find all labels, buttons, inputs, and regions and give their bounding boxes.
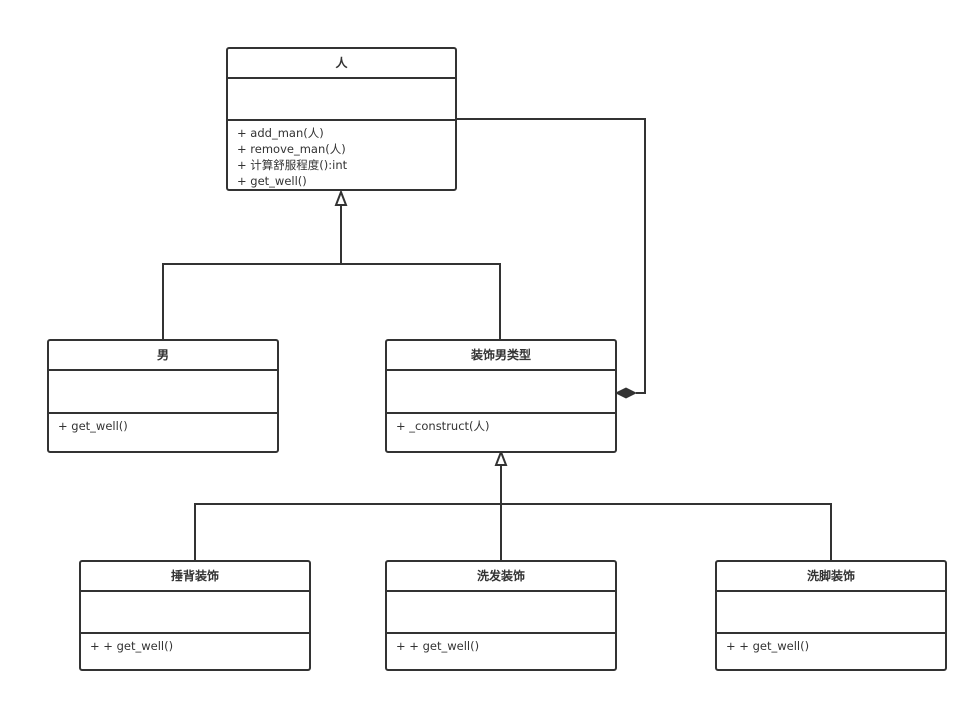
class-person[interactable]: 人 + add_man(人) + remove_man(人) + 计算舒服程度(… <box>226 47 457 191</box>
methods-section: + add_man(人) + remove_man(人) + 计算舒服程度():… <box>228 121 455 189</box>
method: + get_well() <box>237 174 307 188</box>
method: + _construct(人) <box>396 419 490 433</box>
class-name: 捶背装饰 <box>81 562 309 592</box>
composition-diamond <box>614 387 638 399</box>
method: + 计算舒服程度():int <box>237 158 348 172</box>
class-name: 人 <box>228 49 455 79</box>
class-name: 洗发装饰 <box>387 562 615 592</box>
attributes-section <box>81 592 309 634</box>
inheritance-line-back <box>194 503 832 560</box>
inheritance-arrowhead-decorator <box>494 449 508 466</box>
composition-line <box>456 118 646 394</box>
class-name: 装饰男类型 <box>387 341 615 371</box>
attributes-section <box>49 371 277 414</box>
attributes-section <box>228 79 455 121</box>
inheritance-line-decorator <box>341 263 501 339</box>
methods-section: + + get_well() <box>717 634 945 654</box>
class-name: 洗脚装饰 <box>717 562 945 592</box>
class-foot-decorator[interactable]: 洗脚装饰 + + get_well() <box>715 560 947 671</box>
attributes-section <box>387 592 615 634</box>
methods-section: + get_well() <box>49 414 277 434</box>
method: + add_man(人) <box>237 126 324 140</box>
attributes-section <box>717 592 945 634</box>
class-back-decorator[interactable]: 捶背装饰 + + get_well() <box>79 560 311 671</box>
method: + + get_well() <box>396 639 480 653</box>
inheritance-arrowhead-person <box>334 189 348 206</box>
method: + remove_man(人) <box>237 142 346 156</box>
class-decorator[interactable]: 装饰男类型 + _construct(人) <box>385 339 617 453</box>
inheritance-line-man <box>162 205 342 339</box>
methods-section: + + get_well() <box>387 634 615 654</box>
methods-section: + _construct(人) <box>387 414 615 434</box>
method: + + get_well() <box>726 639 810 653</box>
methods-section: + + get_well() <box>81 634 309 654</box>
method: + get_well() <box>58 419 128 433</box>
class-name: 男 <box>49 341 277 371</box>
attributes-section <box>387 371 615 414</box>
class-man[interactable]: 男 + get_well() <box>47 339 279 453</box>
class-hair-decorator[interactable]: 洗发装饰 + + get_well() <box>385 560 617 671</box>
method: + + get_well() <box>90 639 174 653</box>
